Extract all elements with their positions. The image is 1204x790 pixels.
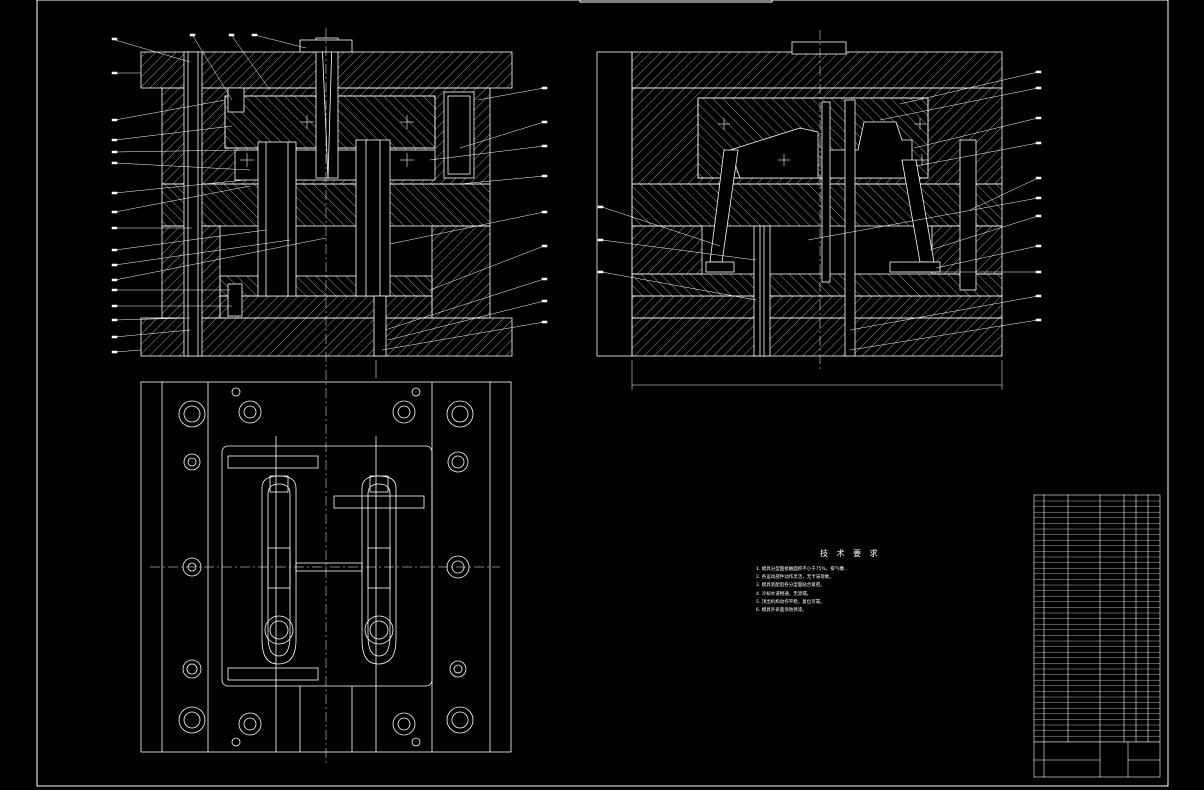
technical-note: 5. 顶出机构动作平稳，复位可靠。 xyxy=(756,599,825,605)
technical-note: 1. 模具分型面接触面积不小于75%，排气槽… xyxy=(756,567,849,572)
cavity-right xyxy=(361,475,397,665)
side-section-view xyxy=(596,30,1003,390)
plan-view xyxy=(140,370,512,765)
front-view-leaders-left xyxy=(111,33,327,354)
cavity-left xyxy=(261,475,297,665)
guide-holes xyxy=(178,387,474,747)
technical-requirements-title: 技 术 要 求 xyxy=(820,549,881,558)
technical-note: 4. 冷却水道畅通，无渗漏。 xyxy=(756,591,812,597)
drawing-frame xyxy=(36,0,1169,787)
front-section-view xyxy=(140,28,513,378)
technical-requirements-list: 1. 模具分型面接触面积不小于75%，排气槽… 2. 各运动部件动作灵活，无卡滞… xyxy=(756,566,956,615)
technical-note: 2. 各运动部件动作灵活，无卡滞现象。 xyxy=(756,575,834,581)
title-block xyxy=(1033,494,1161,778)
technical-note: 3. 模具装配后各分型面贴合紧密。 xyxy=(756,583,825,589)
bom-rows xyxy=(1034,500,1160,742)
side-view-leaders xyxy=(597,70,1042,351)
front-view-leaders-right xyxy=(381,86,548,351)
technical-note: 6. 模具外表面涂防锈漆。 xyxy=(756,608,807,614)
